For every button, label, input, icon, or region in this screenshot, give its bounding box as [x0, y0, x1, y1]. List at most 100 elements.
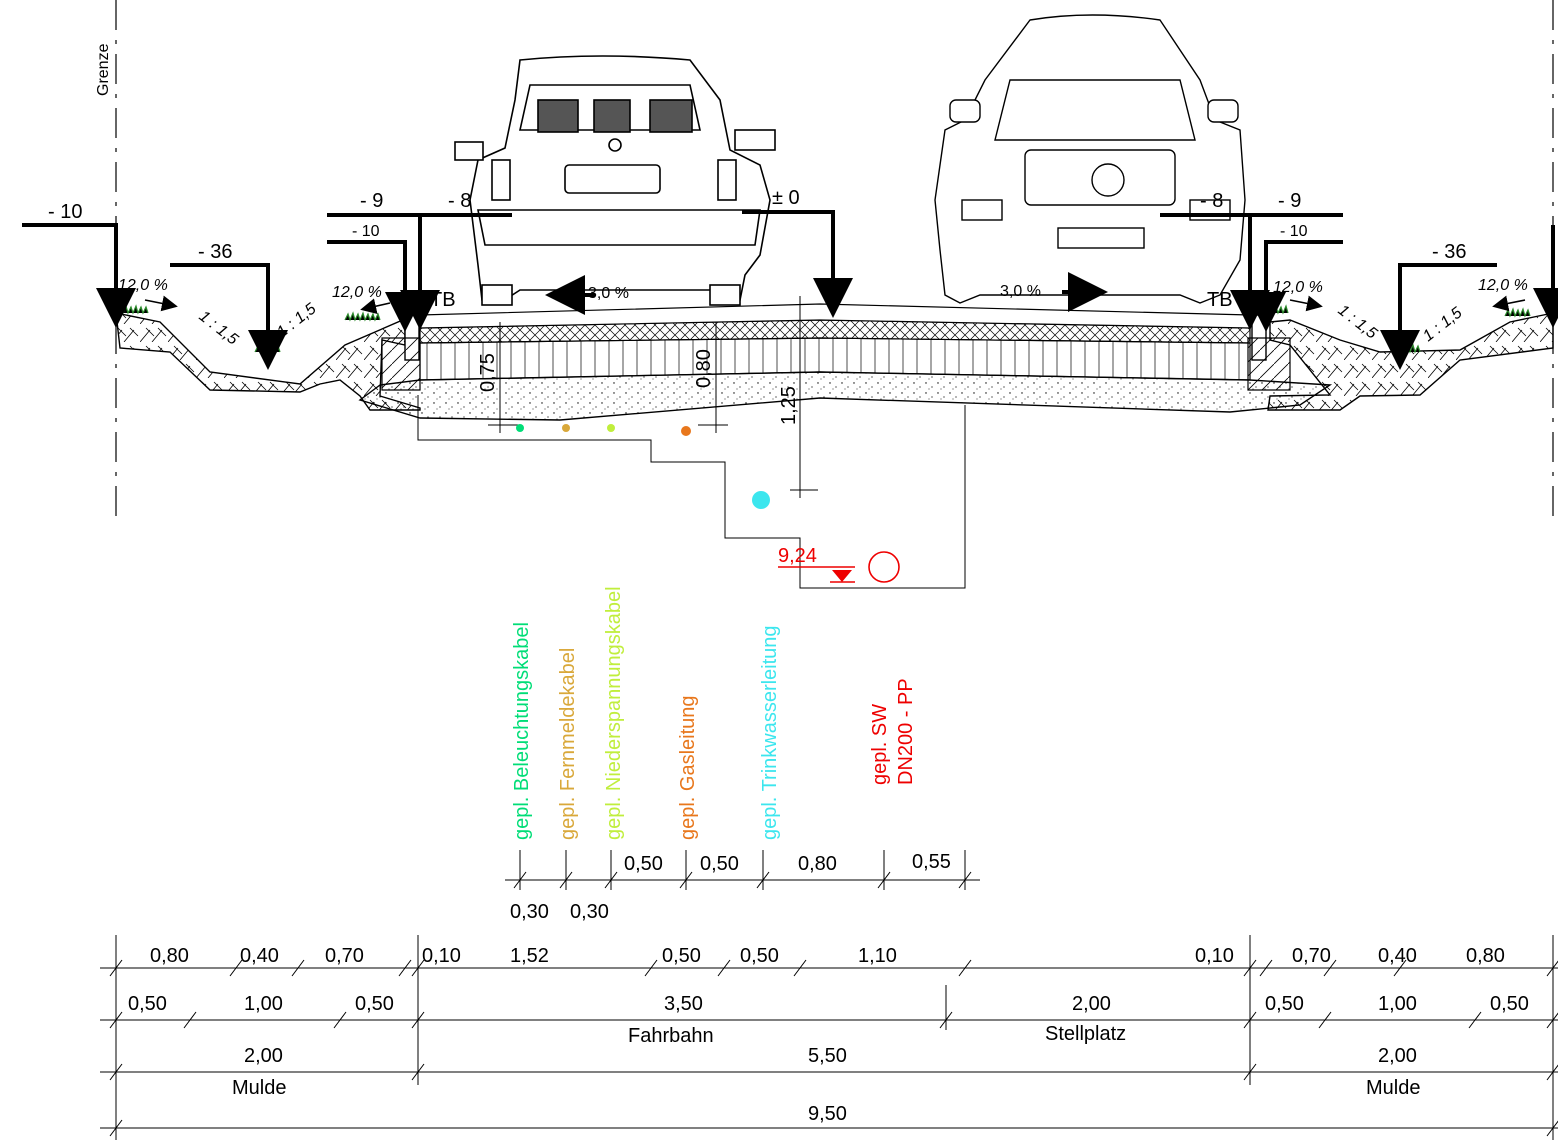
utility-label-fernmelde: gepl. Fernmeldekabel — [557, 648, 579, 840]
dim-r2-0: 0,50 — [128, 993, 167, 1015]
dim-r1-9: 0,70 — [1292, 945, 1331, 967]
dim-r3-right: 2,00 — [1378, 1045, 1417, 1067]
dim-tick — [1259, 959, 1273, 977]
dim-r2-2: 0,50 — [355, 993, 394, 1015]
level-left-edge-sub: - 10 — [352, 223, 380, 240]
spacing-d: 0,50 — [700, 853, 739, 875]
spacing-c: 0,50 — [624, 853, 663, 875]
dim-tick — [717, 959, 731, 977]
dim-tick — [398, 959, 412, 977]
dim-tick — [291, 959, 305, 977]
depth-d1: 0,75 — [477, 353, 499, 392]
level-crown: ± 0 — [772, 187, 800, 209]
dim-tick — [877, 871, 891, 889]
dim-r2-4: 2,00 — [1072, 993, 1111, 1015]
sewer-label-2: DN200 - PP — [895, 678, 917, 785]
utility-pipes — [516, 424, 900, 583]
car-front-icon — [934, 14, 1246, 304]
car-rear-icon — [454, 55, 776, 306]
boundary-label: Grenze — [95, 43, 112, 96]
pipe-fernmelde — [562, 424, 570, 432]
level-right-edge-sub: - 10 — [1280, 223, 1308, 240]
dim-r1-6: 0,50 — [740, 945, 779, 967]
slope-shoulder-right-inner: 12,0 % — [1273, 279, 1323, 296]
spacing-e: 0,80 — [798, 853, 837, 875]
dim-r2-7: 0,50 — [1490, 993, 1529, 1015]
level-right-curb: - 8 — [1200, 190, 1223, 212]
dim-r1-8: 0,10 — [1195, 945, 1234, 967]
dim-r1-7: 1,10 — [858, 945, 897, 967]
dim-r1-2: 0,70 — [325, 945, 364, 967]
level-left-edge: - 9 — [360, 190, 383, 212]
dim-r1-11: 0,80 — [1466, 945, 1505, 967]
pipe-sewer — [868, 551, 900, 583]
spacing-b: 0,30 — [570, 901, 609, 923]
slope-shoulder-left-inner: 12,0 % — [332, 284, 382, 301]
zone-stellplatz: Stellplatz — [1045, 1023, 1126, 1045]
dim-tick — [644, 959, 658, 977]
level-right-ditch: - 36 — [1432, 241, 1466, 263]
dim-tick — [513, 871, 527, 889]
dim-tick — [1393, 959, 1407, 977]
level-right-edge: - 9 — [1278, 190, 1301, 212]
dim-r3-left: 2,00 — [244, 1045, 283, 1067]
dimension-rows: 0,80 0,40 0,70 0,10 1,52 0,50 0,50 1,10 … — [100, 871, 1558, 1140]
depth-d3: 1,25 — [778, 386, 800, 425]
dim-r2-5: 0,50 — [1265, 993, 1304, 1015]
level-markers: - 10 - 36 - 9 - 10 - 8 ± 0 - 8 - 9 - 10 … — [22, 187, 1558, 370]
pipe-trinkwasser — [752, 491, 770, 509]
dim-total: 9,50 — [808, 1103, 847, 1125]
utility-label-beleuchtung: gepl. Beleuchtungskabel — [511, 622, 533, 840]
pipe-beleuchtung — [516, 424, 524, 432]
slope-shoulder-left: 12,0 % — [118, 277, 168, 294]
depth-dims: 0,75 0,80 1,25 — [477, 296, 818, 498]
zone-fahrbahn: Fahrbahn — [628, 1025, 714, 1047]
dim-r2-3: 3,50 — [664, 993, 703, 1015]
curb-label-left: TB — [430, 289, 456, 311]
dim-r1-10: 0,40 — [1378, 945, 1417, 967]
sewer-level-value: 9,24 — [778, 545, 817, 567]
dim-r2-1: 1,00 — [244, 993, 283, 1015]
dim-tick — [229, 959, 243, 977]
dim-tick — [1323, 959, 1337, 977]
utility-label-trinkwasser: gepl. Trinkwasserleitung — [759, 625, 781, 840]
dim-r1-0: 0,80 — [150, 945, 189, 967]
slope-shoulder-right: 12,0 % — [1478, 277, 1528, 294]
dim-tick — [756, 871, 770, 889]
trench-outline — [417, 395, 966, 589]
depth-d2: 0,80 — [693, 349, 715, 388]
dim-tick — [958, 871, 972, 889]
embankment-slope-3: 1 : 1,5 — [1335, 302, 1381, 343]
pipe-gas — [681, 426, 691, 436]
dim-tick — [604, 871, 618, 889]
dim-r1-3: 0,10 — [422, 945, 461, 967]
dim-tick — [958, 959, 972, 977]
level-left-curb: - 8 — [448, 190, 471, 212]
utility-label-niederspannung: gepl. Niederspannungskabel — [603, 586, 625, 840]
embankment-slope-1: 1 : 1,5 — [196, 308, 242, 349]
road-body — [358, 303, 1333, 421]
zone-mulde-right: Mulde — [1366, 1077, 1420, 1099]
level-left-outer: - 10 — [48, 201, 82, 223]
dim-r1-5: 0,50 — [662, 945, 701, 967]
curb-label-right: TB — [1207, 289, 1233, 311]
utility-label-gas: gepl. Gasleitung — [677, 695, 699, 840]
slope-road-right: 3,0 % — [1000, 283, 1041, 300]
dim-tick — [793, 959, 807, 977]
sewer-level-marker: 9,24 — [778, 545, 855, 583]
dim-r1-1: 0,40 — [240, 945, 279, 967]
zone-mulde-left: Mulde — [232, 1077, 286, 1099]
dim-r2-6: 1,00 — [1378, 993, 1417, 1015]
dim-tick — [559, 871, 573, 889]
spacing-a: 0,30 — [510, 901, 549, 923]
dim-r1-4: 1,52 — [510, 945, 549, 967]
level-left-ditch: - 36 — [198, 241, 232, 263]
sewer-label-1: gepl. SW — [869, 704, 891, 785]
dim-tick — [679, 871, 693, 889]
dim-r3-middle: 5,50 — [808, 1045, 847, 1067]
spacing-f: 0,55 — [912, 851, 951, 873]
utility-labels: gepl. Beleuchtungskabel gepl. Fernmeldek… — [511, 586, 917, 840]
embankment-slope-4: 1 : 1,5 — [1420, 304, 1466, 345]
